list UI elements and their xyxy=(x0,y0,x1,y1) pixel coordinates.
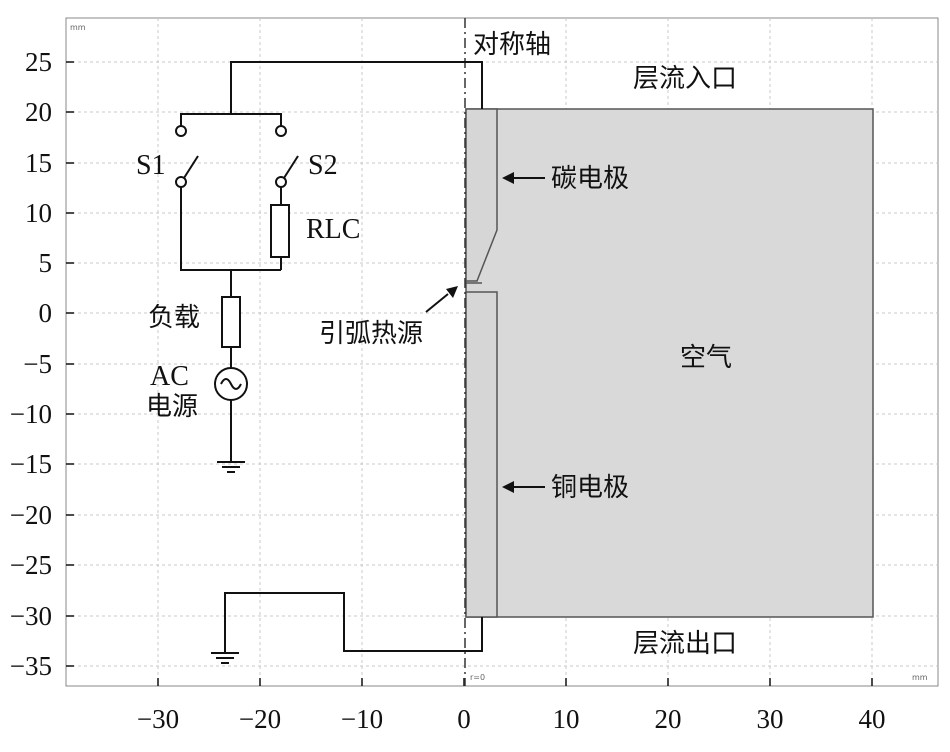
rlc-resistor xyxy=(270,204,290,258)
air-domain xyxy=(465,108,874,618)
y-tick-label: −15 xyxy=(10,449,52,479)
switch-s2-label: S2 xyxy=(308,150,338,181)
unit-label-bottom: mm xyxy=(912,673,928,682)
carbon-electrode-label: 碳电极 xyxy=(551,164,629,194)
copper-electrode-label: 铜电极 xyxy=(551,473,629,503)
x-tick-label: 20 xyxy=(655,704,682,734)
top-wire xyxy=(230,61,483,114)
left-branch xyxy=(180,187,281,271)
y-tick-label: −25 xyxy=(10,550,52,580)
x-tick-label: 0 xyxy=(457,704,471,734)
x-tick-label: 10 xyxy=(553,704,580,734)
y-tick-label: −35 xyxy=(10,651,52,681)
x-tick-label: 30 xyxy=(757,704,784,734)
x-tick-label: 40 xyxy=(859,704,886,734)
annotation-arrows xyxy=(425,172,545,493)
y-tick-label: 5 xyxy=(39,248,53,278)
s1-terminal-top xyxy=(175,125,187,137)
rlc-label: RLC xyxy=(306,214,360,245)
switch-s1-label: S1 xyxy=(136,150,166,181)
bottom-wire xyxy=(224,592,483,652)
load-resistor xyxy=(221,296,241,348)
s2-blade xyxy=(283,155,299,179)
axis-ticks xyxy=(66,61,873,686)
s1-blade xyxy=(183,155,199,179)
origin-note: r=0 xyxy=(470,673,485,682)
y-tick-label: −20 xyxy=(10,500,52,530)
ac-sine xyxy=(220,378,242,390)
y-tick-labels: 25 20 15 10 5 0 −5 −10 −15 −20 −25 −30 −… xyxy=(10,47,52,681)
y-tick-label: −5 xyxy=(23,349,52,379)
carbon-electrode xyxy=(465,108,498,282)
axis-of-symmetry-label: 对称轴 xyxy=(473,30,551,60)
unit-label-top: mm xyxy=(70,23,86,32)
s2-terminal-top xyxy=(275,125,287,137)
ground-icon xyxy=(217,461,245,473)
y-tick-label: 25 xyxy=(25,47,52,77)
s2-terminal-bottom xyxy=(275,176,287,188)
arc-heat-source-label: 引弧热源 xyxy=(319,319,423,349)
x-tick-label: −20 xyxy=(239,704,281,734)
y-tick-label: 10 xyxy=(25,198,52,228)
x-tick-label: −30 xyxy=(137,704,179,734)
air-label: 空气 xyxy=(680,343,732,373)
copper-electrode xyxy=(465,291,498,618)
ground-icon-bottom xyxy=(211,652,239,664)
y-tick-label: 15 xyxy=(25,148,52,178)
y-tick-label: 20 xyxy=(25,97,52,127)
y-tick-label: 0 xyxy=(39,298,53,328)
y-tick-label: −30 xyxy=(10,601,52,631)
top-bar xyxy=(180,113,282,126)
ac-label: AC xyxy=(150,361,189,392)
power-source-label: 电源 xyxy=(146,392,198,422)
x-tick-label: −10 xyxy=(341,704,383,734)
y-tick-label: −10 xyxy=(10,399,52,429)
load-label: 负载 xyxy=(148,303,200,333)
x-tick-labels: −30 −20 −10 0 10 20 30 40 xyxy=(137,704,886,734)
laminar-outlet-label: 层流出口 xyxy=(633,629,737,659)
s1-terminal-bottom xyxy=(175,176,187,188)
laminar-inlet-label: 层流入口 xyxy=(633,64,737,94)
circuit xyxy=(175,61,483,664)
